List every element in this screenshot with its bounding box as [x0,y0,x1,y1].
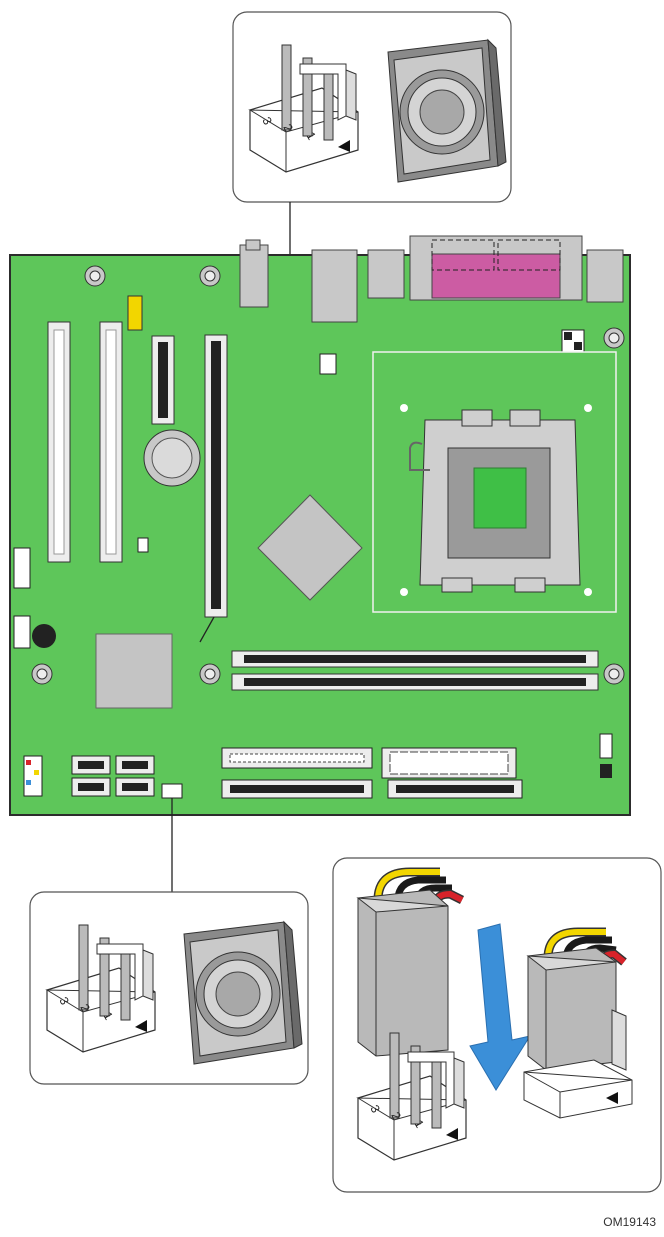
usb-header-2 [14,616,30,648]
usb-stack [368,250,404,298]
serial-port [587,250,623,302]
fan-icon [184,922,302,1064]
io-controller-chip [96,634,172,708]
jumper-block [138,538,148,552]
usb-lan-stack [312,250,357,322]
fan-icon [388,40,506,182]
parallel-port [432,254,560,298]
connected-header-icon [524,932,632,1118]
front-fan-header [600,734,612,758]
processor-fan-header-callout: 3 2 1 [233,12,511,202]
front-audio-header [128,296,142,330]
usb-header-1 [14,548,30,588]
rear-chassis-fan-header-callout: 3 2 1 [30,892,308,1084]
motherboard [10,236,630,815]
chassis-intrusion-header [600,764,612,778]
rear-chassis-fan-header [162,784,182,798]
audio-jack-stack [240,245,268,307]
figure-id-label: OM19143 [603,1215,656,1229]
fan-connector-insertion-callout: 3 2 1 [333,858,661,1192]
processor-fan-header [320,354,336,374]
processor-socket [410,410,580,592]
speaker [32,624,56,648]
